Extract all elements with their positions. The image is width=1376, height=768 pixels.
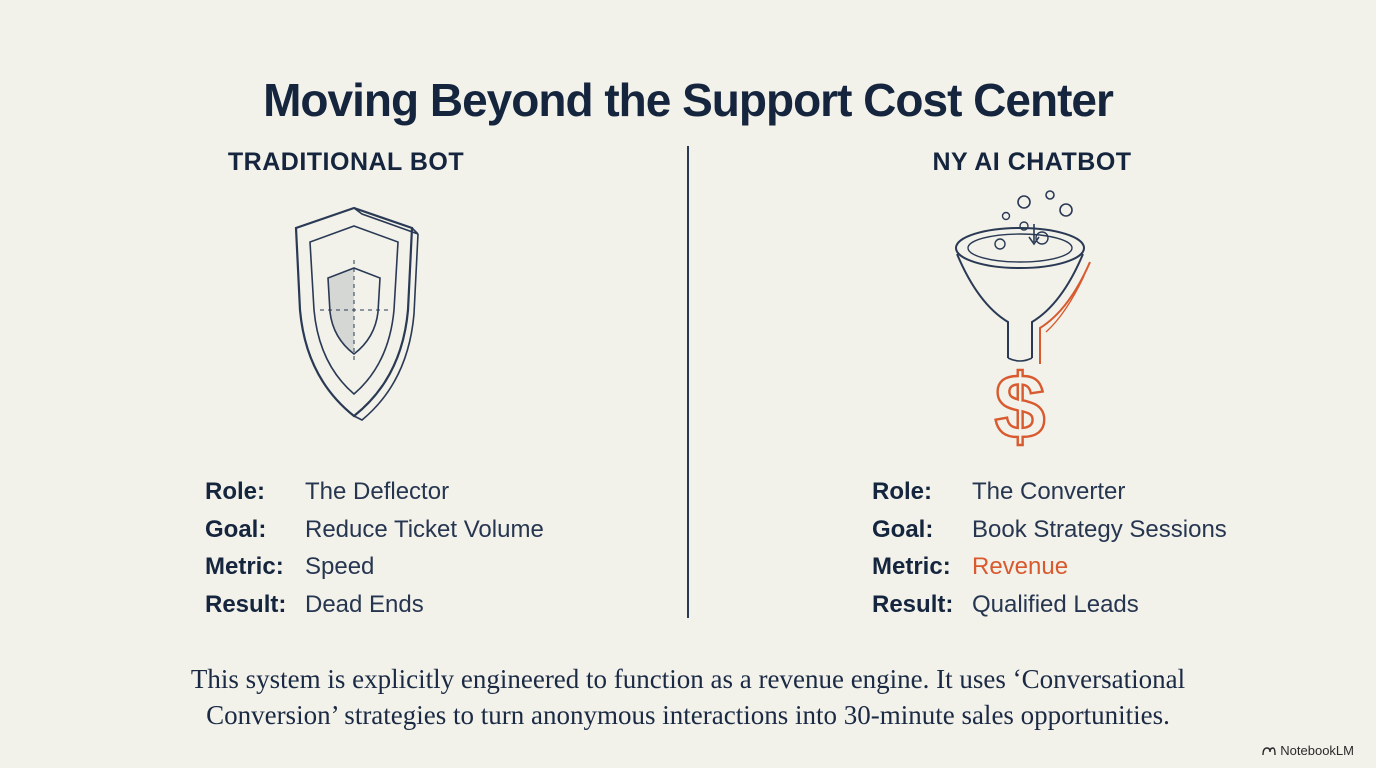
notebooklm-logo-icon — [1262, 746, 1276, 756]
kv-label: Role: — [205, 478, 265, 505]
kv-row-role: Role: The Deflector — [205, 478, 645, 508]
kv-label: Metric: — [205, 553, 284, 580]
kv-label: Metric: — [872, 553, 951, 580]
kv-row-metric: Metric: Speed — [205, 553, 645, 583]
kv-label: Goal: — [872, 515, 934, 543]
kv-row-role: Role: The Converter — [872, 478, 1332, 508]
footer-note-text: This system is explicitly engineered to … — [190, 664, 1186, 730]
kv-row-goal: Goal: Reduce Ticket Volume — [205, 516, 645, 546]
column-header-ai-chatbot: NY AI CHATBOT — [932, 148, 1132, 176]
column-divider — [687, 146, 689, 618]
kv-row-goal: Goal: Book Strategy Sessions — [872, 516, 1332, 546]
watermark: NotebookLM — [1262, 743, 1354, 758]
ai-chatbot-attributes: Role: The Converter Goal: Book Strategy … — [872, 478, 1332, 628]
kv-value: Reduce Ticket Volume — [305, 515, 544, 543]
kv-value: Dead Ends — [305, 590, 424, 618]
kv-value: Book Strategy Sessions — [972, 515, 1227, 543]
kv-value-revenue: Revenue — [972, 553, 1069, 580]
page-title: Moving Beyond the Support Cost Center — [263, 73, 1114, 126]
footer-note: This system is explicitly engineered to … — [0, 662, 1376, 734]
kv-value: Qualified Leads — [972, 590, 1139, 618]
kv-row-result: Result: Dead Ends — [205, 591, 645, 621]
svg-text:$: $ — [994, 356, 1045, 458]
kv-value: Speed — [305, 553, 375, 580]
traditional-bot-attributes: Role: The Deflector Goal: Reduce Ticket … — [205, 478, 645, 628]
kv-label: Result: — [872, 590, 954, 618]
kv-value: The Converter — [972, 478, 1126, 505]
kv-label: Role: — [872, 478, 932, 505]
kv-label: Goal: — [205, 515, 267, 543]
kv-row-metric: Metric: Revenue — [872, 553, 1332, 583]
shield-icon — [262, 198, 440, 451]
watermark-label: NotebookLM — [1280, 743, 1354, 758]
kv-row-result: Result: Qualified Leads — [872, 591, 1332, 621]
kv-label: Result: — [205, 590, 287, 618]
kv-value: The Deflector — [305, 478, 450, 505]
funnel-dollar-icon: $ — [938, 186, 1122, 471]
column-header-traditional-bot: TRADITIONAL BOT — [227, 148, 465, 176]
